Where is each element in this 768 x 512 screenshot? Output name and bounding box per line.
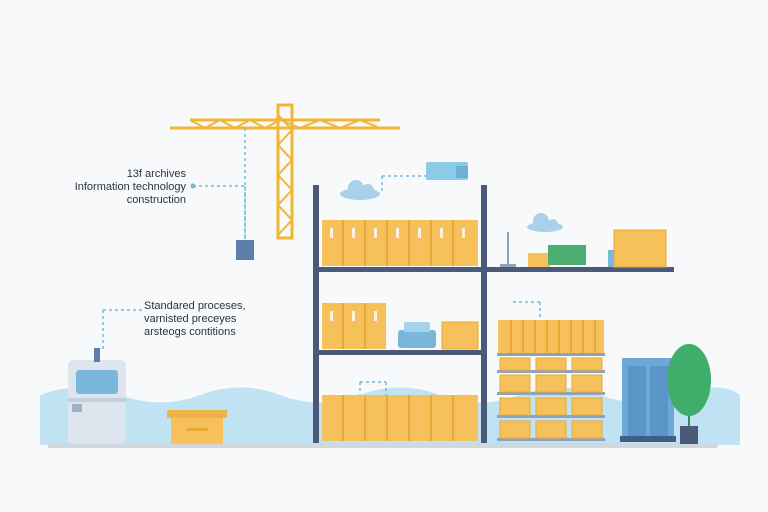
caption-top-line-3: construction [126,194,186,206]
main-shelf-frame [313,185,674,443]
shelf-bottom-binders [322,381,478,441]
shelf-middle-binders [322,303,386,349]
caption-middle-connector [102,309,145,350]
crane-hook-load [236,240,254,260]
right-lower-rack [497,301,605,441]
tower-crane-icon [170,103,400,240]
truck-icon [381,162,468,194]
caption-top-connector [193,185,246,240]
caption-middle-line-2: varnisted preceyes [144,313,237,325]
caption-top: 13f archives Information technology cons… [56,168,186,207]
caption-top-line-2: Information technology [74,181,186,193]
caption-middle-line-1: Standared proceses, [144,300,246,312]
caption-top-line-1: 13f archives [126,168,186,180]
cloud-icon [527,213,563,232]
caption-top-dot [190,183,196,189]
caption-middle: Standared proceses, varnisted preceyes a… [144,300,284,339]
cardboard-box-icon [167,410,227,444]
cloud-icon [340,180,380,200]
potted-plant-icon [667,344,711,444]
printer-icon [398,322,436,348]
shelf-middle-box [441,321,479,350]
caption-middle-line-3: arsteogs contitions [144,326,236,338]
kiosk-machine-icon [68,348,126,444]
right-shelf-items [500,229,667,268]
ground-line [48,443,718,448]
shelf-top-binders [322,220,478,266]
server-cabinet-icon [620,358,676,442]
